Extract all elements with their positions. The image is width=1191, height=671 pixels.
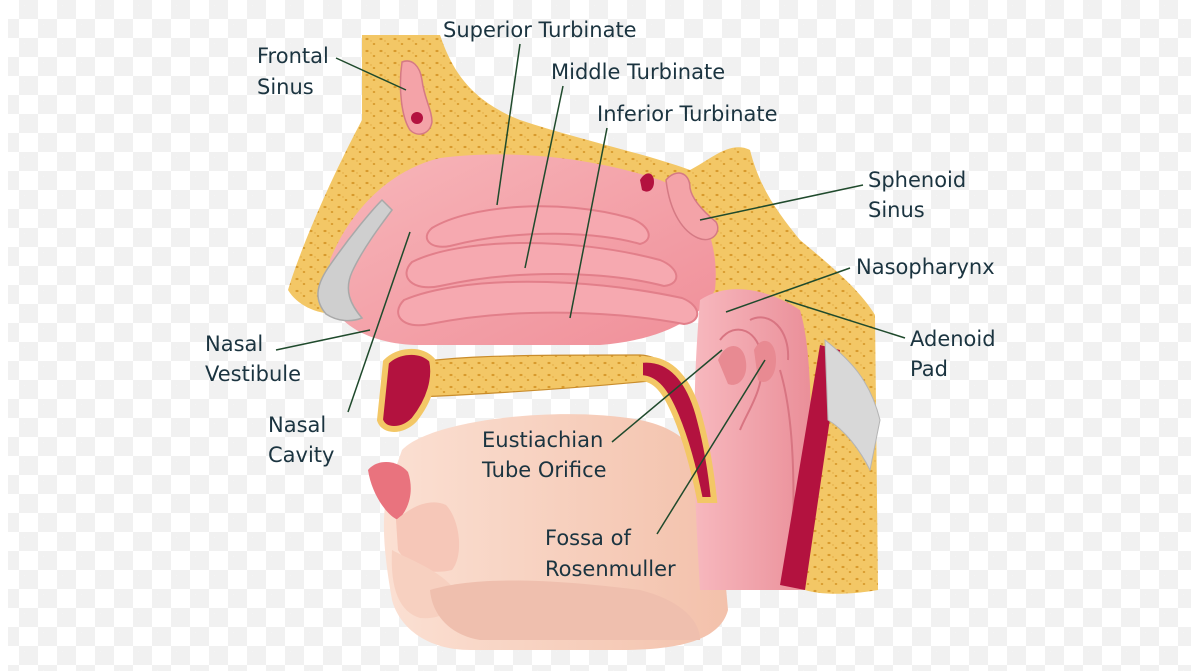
label-frontal-sinus-line1: Frontal	[257, 44, 329, 68]
label-eustachian-line2: Tube Orifice	[481, 458, 607, 482]
label-sphenoid-sinus-line1: Sphenoid	[868, 168, 966, 192]
label-sphenoid-sinus-line2: Sinus	[868, 198, 925, 222]
label-nasal-cavity-line1: Nasal	[268, 413, 326, 437]
label-inferior-turbinate: Inferior Turbinate	[597, 102, 778, 126]
leader-nasal-vestibule	[276, 330, 370, 350]
label-nasal-vestibule-line2: Vestibule	[205, 362, 301, 386]
lip-upper	[368, 462, 411, 520]
label-nasopharynx: Nasopharynx	[856, 255, 995, 279]
label-nasal-cavity-line2: Cavity	[268, 443, 334, 467]
label-fossa-line1: Fossa of	[545, 526, 631, 550]
label-middle-turbinate: Middle Turbinate	[551, 60, 725, 84]
label-frontal-sinus-line2: Sinus	[257, 75, 314, 99]
label-adenoid-pad-line2: Pad	[910, 357, 948, 381]
label-fossa-line2: Rosenmuller	[545, 557, 676, 581]
label-adenoid-pad-line1: Adenoid	[910, 327, 996, 351]
label-eustachian-line1: Eustiachian	[482, 428, 603, 452]
maxilla-crimson	[380, 352, 433, 429]
label-superior-turbinate: Superior Turbinate	[443, 18, 637, 42]
frontal-sinus-dot	[411, 112, 423, 124]
label-nasal-vestibule-line1: Nasal	[205, 332, 263, 356]
